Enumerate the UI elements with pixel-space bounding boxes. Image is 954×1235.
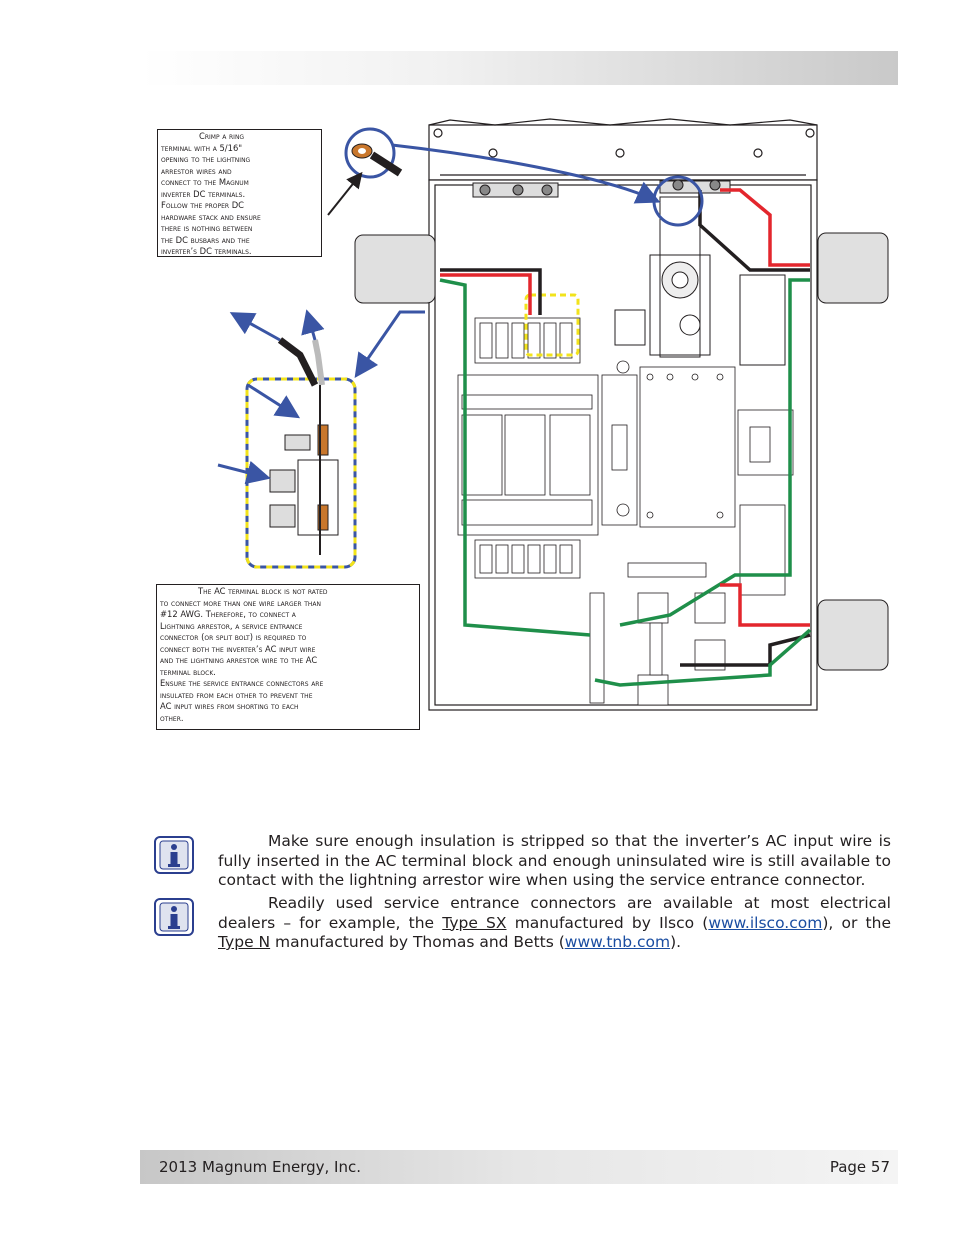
info-icon xyxy=(154,898,194,936)
callout-pointer xyxy=(327,171,363,216)
note-insulation: Make sure enough insulation is stripped … xyxy=(218,832,891,889)
tnb-link[interactable]: www.tnb.com xyxy=(564,933,671,951)
note-connectors: Readily used service entrance connectors… xyxy=(218,894,891,951)
type-n: Type N xyxy=(218,933,271,951)
connector-detail xyxy=(245,337,357,569)
conduits xyxy=(354,232,889,671)
ac-terminal-callout: The AC terminal block is not rated to co… xyxy=(156,584,420,730)
ring-terminal xyxy=(344,127,403,179)
wiring-diagram-svg xyxy=(217,118,889,711)
info-icon xyxy=(154,836,194,874)
breakers xyxy=(457,360,794,596)
wiring-diagram: Crimp a ring terminal with a 5/16" openi… xyxy=(150,105,890,735)
ring-terminal-callout: Crimp a ring terminal with a 5/16" openi… xyxy=(157,129,322,257)
footer-bar: 2013 Magnum Energy, Inc. Page 57 xyxy=(140,1150,898,1184)
page-number: Page 57 xyxy=(829,1158,890,1176)
ilsco-link[interactable]: www.ilsco.com xyxy=(708,913,823,932)
ac-terminal-block-top xyxy=(474,293,581,364)
header-bar xyxy=(140,51,898,85)
footer-copyright: 2013 Magnum Energy, Inc. xyxy=(159,1158,361,1176)
top-bus xyxy=(472,179,731,198)
type-sx: Type SX xyxy=(442,913,507,932)
arrows xyxy=(217,143,661,485)
